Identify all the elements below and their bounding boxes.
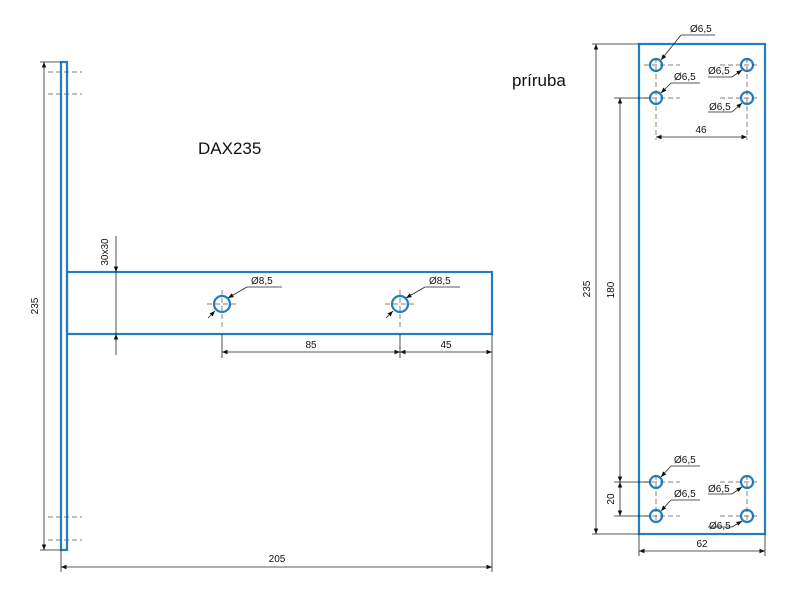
dim-bar-height: 235	[30, 297, 41, 314]
dim-arm-profile: 30x30	[100, 238, 111, 266]
dim-flange-height: 235	[582, 280, 593, 297]
flange-hole-label-tr: Ø6,5	[708, 66, 730, 77]
dim-flange-180: 180	[606, 281, 617, 298]
hole-label-b: Ø8,5	[429, 276, 451, 287]
dim-flange-20: 20	[606, 493, 617, 505]
arm-hole-1	[212, 294, 232, 314]
flange-label: príruba	[512, 71, 566, 90]
hole-label-a: Ø8,5	[251, 276, 273, 287]
flange-hole-label-tl: Ø6,5	[690, 24, 712, 35]
flange-hole-label-tr2: Ø6,5	[709, 102, 731, 113]
drawing-title: DAX235	[198, 139, 261, 158]
flange-hole-label-bl: Ø6,5	[674, 455, 696, 466]
flange-hole-label-br2: Ø6,5	[709, 521, 731, 532]
horizontal-arm	[65, 270, 494, 336]
dim-flange-46: 46	[695, 125, 707, 136]
dim-85: 85	[305, 340, 317, 351]
arm-hole-2	[390, 294, 410, 314]
flange-plate	[637, 42, 767, 536]
flange-hole-label-bl2: Ø6,5	[674, 489, 696, 500]
dim-flange-62: 62	[696, 539, 708, 550]
flange-hole-label-tl2: Ø6,5	[674, 72, 696, 83]
dim-45: 45	[440, 340, 452, 351]
flange-view: príruba Ø6,5 Ø6,5 Ø6,5	[512, 24, 767, 556]
bracket-view: 235 30x30 DAX235 Ø8,5 Ø8,5 85 45	[30, 60, 494, 572]
flange-hole-label-br: Ø6,5	[708, 484, 730, 495]
dim-205: 205	[269, 554, 286, 565]
